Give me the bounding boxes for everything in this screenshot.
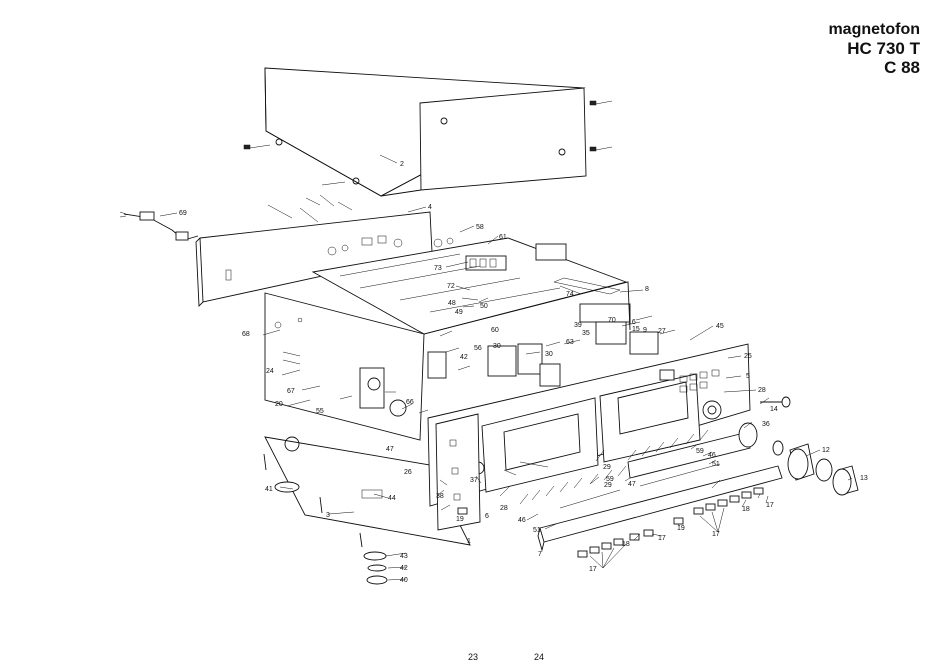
callout-38: 38 [436,493,444,500]
callout-74: 74 [566,291,574,298]
callout-30-right: 30 [545,351,553,358]
callout-72: 72 [447,283,455,290]
callout-73: 73 [434,265,442,272]
callout-37: 37 [470,477,478,484]
callout-51-left: 51 [533,527,541,534]
callout-28-left: 28 [500,505,508,512]
callout-46-right: 46 [708,452,716,459]
callout-44: 44 [388,495,396,502]
callout-45: 45 [716,323,724,330]
main-circuit-board [311,237,631,335]
model-name: HC 730 T [847,39,920,58]
callout-55: 55 [316,408,324,415]
callout-16: 16 [628,319,636,326]
callout-2: 2 [400,161,404,168]
callout-42: 42 [460,354,468,361]
page-number-right: 24 [534,652,545,662]
callout-28-right: 28 [758,387,766,394]
submodel-name: C 88 [884,58,920,77]
callout-56: 56 [474,345,482,352]
callout-70: 70 [608,317,616,324]
power-cord [119,211,199,241]
callout-66: 66 [406,399,414,406]
callout-17-mid: 17 [658,535,666,542]
callout-20: 20 [275,401,283,408]
callout-27: 27 [658,328,666,335]
callout-69: 69 [179,210,187,217]
callout-59-left: 59 [606,476,614,483]
callout-26: 26 [404,469,412,476]
callout-41: 41 [265,486,273,493]
callout-61: 61 [499,234,507,241]
callout-18-left: 18 [622,541,630,548]
callout-35: 35 [582,330,590,337]
callout-39: 39 [574,322,582,329]
callout-51-right: 51 [712,461,720,468]
front-panel [427,343,751,507]
left-front-escutcheon [435,413,481,531]
callout-8: 8 [645,286,649,293]
callout-58: 58 [476,224,484,231]
volume-knobs [738,396,859,496]
callout-47-left: 47 [386,446,394,453]
callout-15: 15 [632,326,640,333]
button-strip [537,465,783,552]
callout-30-left: 30 [493,343,501,350]
callout-50: 50 [480,303,488,310]
callout-1: 1 [467,538,471,545]
callout-3: 3 [326,512,330,519]
callout-60: 60 [491,327,499,334]
callout-17-far: 17 [766,502,774,509]
callout-19-right: 19 [677,525,685,532]
callout-63: 63 [566,339,574,346]
callout-7: 7 [538,551,542,558]
top-cover [243,67,613,197]
callout-9: 9 [643,327,647,334]
callout-13: 13 [860,475,868,482]
callout-12: 12 [822,447,830,454]
callout-17-left: 17 [589,566,597,573]
callout-29: 29 [604,482,612,489]
callout-labels: 2 69 4 58 61 73 72 48 49 50 8 74 70 39 3… [179,161,868,584]
callout-29-top: 29 [603,464,611,471]
callout-19-left: 19 [456,516,464,523]
callout-46-left: 46 [518,517,526,524]
callout-5: 5 [746,373,750,380]
callout-49: 49 [455,309,463,316]
callout-14: 14 [770,406,778,413]
callout-40: 40 [400,577,408,584]
callout-24: 24 [266,368,274,375]
callout-68: 68 [242,331,250,338]
callout-18-right: 18 [742,506,750,513]
chassis [264,281,659,441]
callout-47-mid: 47 [628,481,636,488]
callout-4: 4 [428,204,432,211]
key-levers [519,429,721,509]
callout-42-foot: 42 [400,565,408,572]
callout-67: 67 [287,388,295,395]
callout-59-right: 59 [696,448,704,455]
model-title-block: magnetofon HC 730 T C 88 [828,21,920,77]
callout-17-right: 17 [712,531,720,538]
page-number-left: 23 [468,652,479,662]
key-caps [457,487,764,558]
callout-6: 6 [485,513,489,520]
callout-48: 48 [448,300,456,307]
callout-43: 43 [400,553,408,560]
callout-leaders [159,154,853,581]
brand-name: magnetofon [828,21,920,38]
callout-25: 25 [744,353,752,360]
callout-36: 36 [762,421,770,428]
